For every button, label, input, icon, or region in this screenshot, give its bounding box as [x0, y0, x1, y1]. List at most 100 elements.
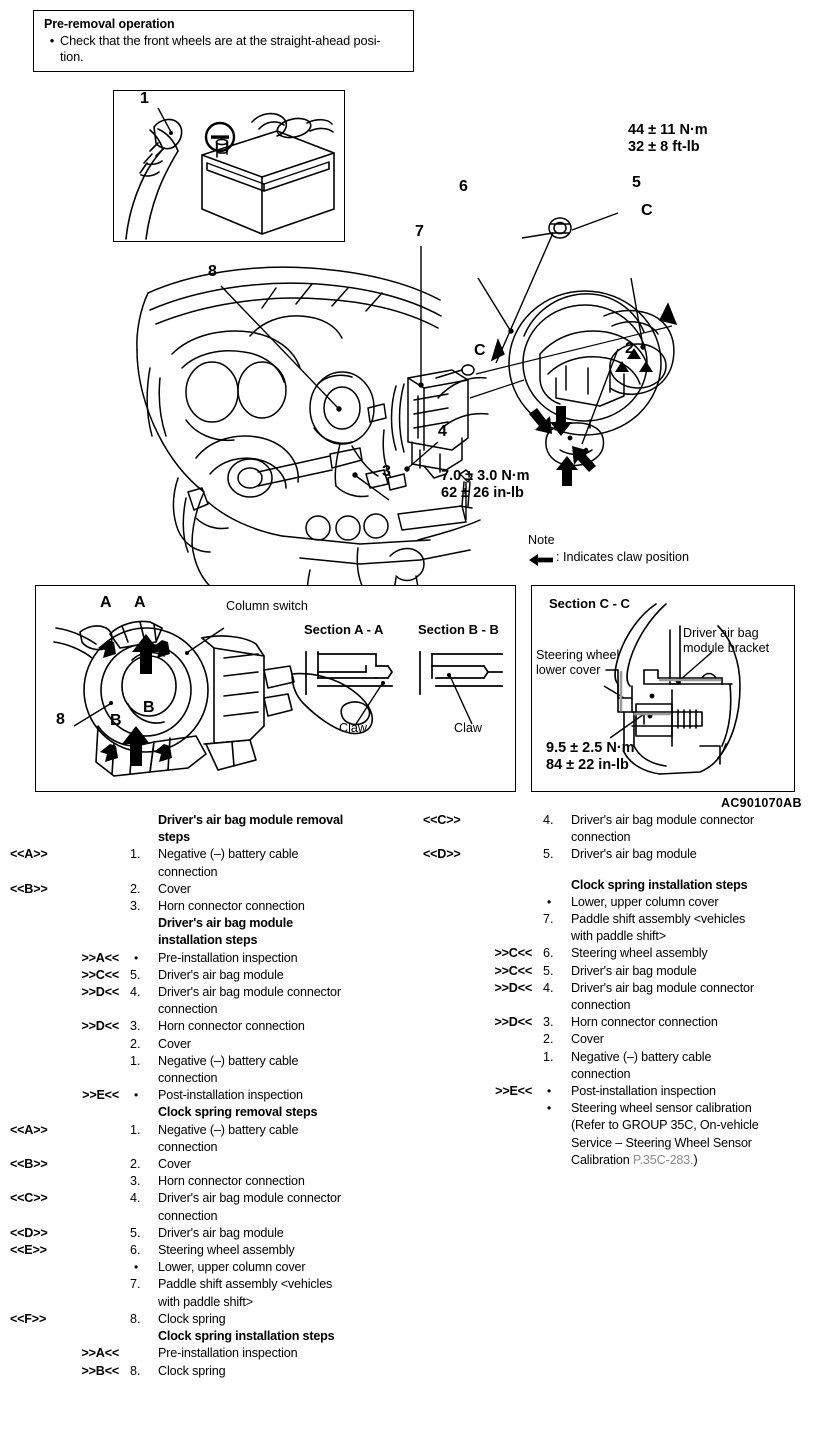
step-text: Cover: [158, 881, 191, 896]
section-a-a-title: Section A - A: [304, 622, 384, 637]
step-row: >>E<<•Post-installation inspection: [0, 1087, 413, 1104]
step-number: 1.: [543, 1049, 554, 1064]
pre-removal-operation-box: Pre-removal operation • Check that the f…: [33, 10, 414, 72]
step-number: 7.: [130, 1277, 141, 1292]
step-row: >>C<<5.Driver's air bag module: [413, 963, 826, 980]
step-marker: >>D<<: [81, 1019, 119, 1034]
detail-mark-a-1: A: [100, 594, 112, 611]
step-text: Steering wheel sensor calibration (Refer…: [571, 1101, 759, 1167]
step-row: <<C>>4.Driver's air bag module connector…: [413, 812, 826, 846]
step-text: Driver's air bag module: [571, 963, 697, 978]
step-number: 4.: [543, 980, 554, 995]
step-number: 2.: [130, 881, 141, 896]
torque-spec-module-bolt-metric: 9.5 ± 2.5 N·m: [546, 740, 635, 756]
step-number: 4.: [130, 985, 141, 1000]
step-marker: >>A<<: [81, 950, 119, 965]
step-row: >>B<<8.Clock spring: [0, 1363, 413, 1380]
step-marker: <<E>>: [10, 1243, 47, 1258]
step-row: 3. Horn connector connection: [0, 898, 413, 915]
step-marker: <<D>>: [423, 847, 461, 862]
step-text: Clock spring: [158, 1363, 226, 1378]
step-text: Driver's air bag module connector connec…: [158, 985, 341, 1017]
step-number: 5.: [543, 847, 554, 862]
step-marker: >>E<<: [82, 1088, 119, 1103]
step-number: 3.: [543, 1015, 554, 1030]
claw-label-b: Claw: [454, 721, 482, 735]
torque-spec-steering-wheel-nut-imperial: 32 ± 8 ft-lb: [628, 139, 700, 155]
step-row: 1.Negative (–) battery cable connection: [0, 1053, 413, 1087]
step-row: >>E<<•Post-installation inspection: [413, 1083, 826, 1100]
step-number: 1.: [130, 1053, 141, 1068]
detail-mark-a-2: A: [134, 594, 146, 611]
step-number: 1.: [130, 1122, 141, 1137]
step-marker: <<C>>: [423, 813, 461, 827]
step-section-heading: Clock spring installation steps: [158, 1329, 335, 1344]
step-row: • Lower, upper column cover: [0, 1259, 413, 1276]
step-row: Driver's air bag module removal steps: [0, 812, 413, 846]
step-row: >>C<<6.Steering wheel assembly: [413, 945, 826, 962]
step-row: >>C<<5.Driver's air bag module: [0, 967, 413, 984]
exploded-assembly-figure: 1: [0, 78, 826, 810]
step-marker: >>C<<: [81, 967, 119, 982]
clock-spring-column-switch-illustration: [53, 620, 503, 777]
step-marker: <<A>>: [10, 1122, 48, 1137]
module-bracket-label: Driver air bag module bracket: [683, 626, 770, 655]
step-text: Post-installation inspection: [571, 1084, 716, 1099]
step-text: Driver's air bag module connector connec…: [571, 980, 754, 1013]
step-number: 8.: [130, 1363, 141, 1378]
detail-callout-8: 8: [56, 711, 65, 728]
bullet-icon: •: [49, 33, 55, 48]
step-row: Clock spring installation steps: [0, 1328, 413, 1345]
step-bullet-icon: •: [134, 1260, 139, 1275]
step-section-heading: Driver's air bag module removal steps: [158, 813, 344, 845]
dashboard-steering-column-illustration: [136, 212, 678, 629]
step-row: 7.Paddle shift assembly <vehicles with p…: [413, 911, 826, 945]
step-number: 2.: [130, 1036, 141, 1051]
negative-terminal-symbol: [204, 121, 236, 153]
steering-wheel-lower-cover-label: Steering wheel lower cover: [536, 648, 620, 677]
step-number: 5.: [130, 1225, 141, 1240]
step-text: Steering wheel assembly: [158, 1243, 295, 1258]
step-row: 3.Horn connector connection: [0, 1173, 413, 1190]
section-b-b-title: Section B - B: [418, 622, 499, 637]
step-number: 7.: [543, 912, 554, 927]
step-bullet-icon: •: [547, 1101, 552, 1116]
step-number: 2.: [543, 1032, 554, 1047]
step-text: Horn connector connection: [158, 899, 305, 914]
callout-7: 7: [415, 223, 424, 240]
step-row: >>D<< 3. Horn connector connection: [0, 1018, 413, 1035]
step-number: 6.: [130, 1243, 141, 1258]
step-row: >>D<<3.Horn connector connection: [413, 1014, 826, 1031]
torque-spec-module-bolt-imperial: 84 ± 22 in-lb: [546, 757, 629, 773]
step-marker: <<C>>: [10, 1191, 48, 1206]
step-row: <<C>>4.Driver's air bag module connector…: [0, 1190, 413, 1224]
step-number: 3.: [130, 899, 141, 914]
step-text: Negative (–) battery cable connection: [158, 1122, 299, 1154]
step-bullet-icon: •: [547, 894, 552, 909]
pre-removal-item-text: Check that the front wheels are at the s…: [60, 33, 381, 64]
detail-mark-b-2: B: [143, 699, 155, 716]
step-text: Horn connector connection: [158, 1019, 305, 1034]
torque-spec-clock-spring-metric: 7.0 ± 3.0 N·m: [441, 468, 530, 484]
step-row: <<A>>1.Negative (–) battery cable connec…: [0, 846, 413, 880]
step-row: Driver's air bag module installation ste…: [0, 915, 413, 949]
step-text: Paddle shift assembly <vehicles with pad…: [158, 1277, 333, 1309]
step-row: 2.Cover: [413, 1031, 826, 1048]
step-text: Driver's air bag module connector connec…: [158, 1191, 341, 1223]
battery-illustration: [125, 107, 335, 240]
step-number: 3.: [130, 1019, 141, 1034]
step-text: Lower, upper column cover: [158, 1260, 306, 1275]
reference-link[interactable]: P.35C-283.: [632, 1152, 694, 1167]
section-marker-c-right: C: [641, 202, 653, 219]
step-section-heading: Driver's air bag module installation ste…: [158, 916, 293, 948]
step-bullet-icon: •: [134, 950, 139, 965]
step-marker: >>D<<: [81, 985, 119, 1000]
step-section-heading: Clock spring removal steps: [158, 1105, 318, 1120]
step-text: Cover: [158, 1157, 191, 1172]
claw-label-a: Claw: [339, 721, 367, 735]
pre-removal-title: Pre-removal operation: [44, 17, 175, 31]
step-number: 5.: [130, 967, 141, 982]
step-bullet-icon: •: [547, 1084, 552, 1099]
step-marker: >>C<<: [494, 963, 532, 978]
step-text: Lower, upper column cover: [571, 894, 719, 909]
